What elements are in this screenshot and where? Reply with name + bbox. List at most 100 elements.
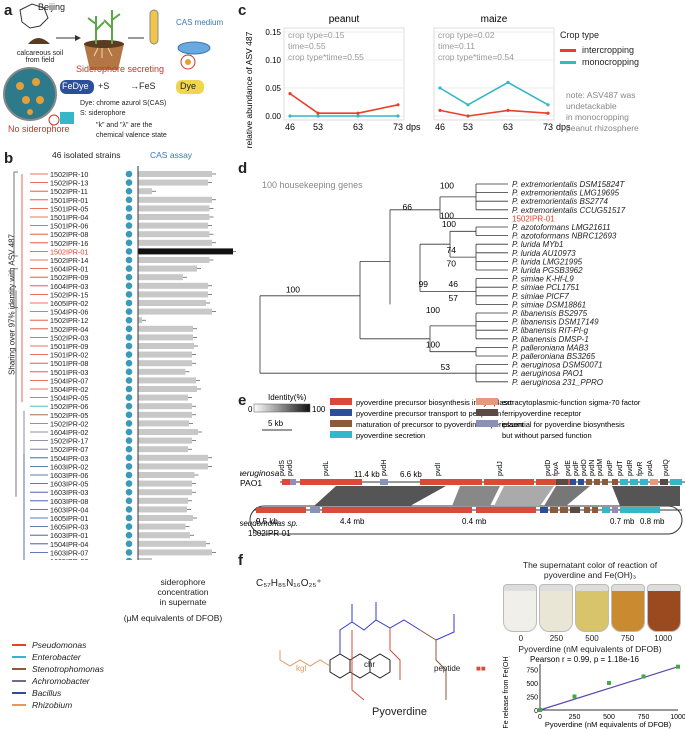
cas-spot bbox=[125, 488, 133, 496]
gene-arrow bbox=[586, 479, 592, 485]
supernatant-title: The supernatant color of reaction of pyo… bbox=[500, 560, 680, 580]
bar bbox=[138, 282, 208, 289]
crop-type-legend-title: Crop type bbox=[560, 30, 600, 40]
bootstrap-value: 70 bbox=[447, 259, 457, 269]
chr-label: chr bbox=[364, 660, 376, 669]
gap-label: 9.5 kb bbox=[256, 517, 278, 526]
legend-swatch bbox=[560, 48, 576, 52]
regression-line bbox=[539, 666, 679, 711]
pao1-name: P. aeruginosa bbox=[240, 468, 280, 478]
strain-label: 1502IPR-10 bbox=[50, 170, 88, 179]
data-point bbox=[506, 108, 510, 112]
cas-spot bbox=[125, 265, 133, 272]
strain-label: 1502IPR-16 bbox=[50, 239, 88, 248]
bar bbox=[138, 214, 210, 220]
synteny-block bbox=[314, 486, 446, 506]
data-point bbox=[316, 111, 320, 115]
legend-label: pyoverdine secretion bbox=[356, 431, 425, 440]
strains-header: 46 isolated strains bbox=[52, 150, 121, 160]
bootstrap-value: 66 bbox=[403, 202, 413, 212]
gene-arrow bbox=[550, 507, 558, 513]
cas-spot bbox=[125, 411, 133, 419]
taxon-label: P. aeruginosa PAO1 bbox=[512, 369, 583, 378]
cas-spot bbox=[125, 402, 133, 410]
siderophore-secreting-label: Siderophore secreting bbox=[76, 64, 165, 74]
gene-label: pvdQ bbox=[663, 459, 670, 476]
beijing-map-icon bbox=[19, 3, 49, 29]
legend-label: monocropping bbox=[582, 57, 640, 67]
data-point bbox=[438, 86, 442, 90]
strain-label: 1605IPR-03 bbox=[50, 557, 88, 560]
cas-spot bbox=[125, 299, 133, 307]
bar bbox=[138, 411, 192, 418]
strain-label: 1604IPR-01 bbox=[50, 265, 88, 274]
legend-swatch bbox=[476, 409, 498, 416]
cas-spot bbox=[125, 463, 133, 470]
x-tick-label: 46 bbox=[285, 122, 295, 132]
tube-label: 250 bbox=[549, 634, 564, 643]
gene-label: pvdD bbox=[545, 460, 552, 476]
bar bbox=[138, 489, 192, 496]
gene-arrow bbox=[484, 479, 534, 485]
data-point bbox=[438, 108, 442, 112]
cas-spot bbox=[125, 351, 133, 358]
gene-arrow bbox=[570, 507, 580, 513]
gene-arrow bbox=[300, 479, 362, 485]
gene-arrow bbox=[670, 479, 682, 485]
gene-arrow bbox=[620, 507, 660, 513]
legend-label: Bacillus bbox=[32, 688, 62, 698]
bar bbox=[138, 239, 212, 246]
legend-swatch bbox=[330, 409, 352, 416]
gene-label: pvdS bbox=[279, 460, 286, 476]
bar bbox=[138, 222, 208, 229]
cas-spot bbox=[125, 506, 133, 513]
taxon-label: P. extremorientalis CCUG51517 bbox=[512, 206, 626, 215]
cas-spot bbox=[125, 239, 133, 247]
x-tick-label: 250 bbox=[569, 714, 581, 721]
legend-label: extracytoplasmic-function sigma-70 facto… bbox=[502, 398, 641, 407]
x-tick-label: 0 bbox=[538, 714, 542, 721]
strain-label: 1504IPR-03 bbox=[50, 454, 88, 463]
panel-a: Beijing calcareous soil from field CAS m… bbox=[0, 0, 236, 150]
cas-spot bbox=[125, 179, 133, 186]
legend-monocropping: monocropping bbox=[560, 57, 639, 67]
bar bbox=[138, 248, 233, 255]
gene-arrow bbox=[290, 479, 296, 485]
reaction-plus-s: +S bbox=[98, 81, 110, 91]
gene-label: pvdI bbox=[435, 463, 442, 476]
legend-label: but without parsed function bbox=[502, 431, 592, 440]
cas-spot bbox=[125, 273, 133, 281]
bar bbox=[138, 429, 198, 435]
bootstrap-value: 53 bbox=[441, 362, 451, 372]
bar bbox=[138, 558, 152, 560]
plot-frame bbox=[283, 27, 405, 121]
data-point bbox=[466, 103, 470, 107]
identity-label: Identity(%) bbox=[268, 393, 307, 402]
cas-spot bbox=[125, 196, 133, 204]
y-tick-label: 0.00 bbox=[265, 112, 281, 121]
gene-arrow bbox=[602, 479, 608, 485]
x-tick-label: 73 bbox=[393, 122, 403, 132]
peptide-swatches: ■■ bbox=[476, 664, 486, 673]
cas-spot bbox=[125, 420, 133, 427]
bar bbox=[138, 540, 206, 547]
gene-arrow bbox=[476, 507, 536, 513]
strain-label: 1502IPR-04 bbox=[50, 325, 88, 334]
culture-tube-icon bbox=[149, 9, 159, 45]
gene-label: fpvA bbox=[553, 462, 560, 476]
taxon-label: P. libanensis DMSP-1 bbox=[512, 335, 589, 344]
legend-swatch bbox=[330, 431, 352, 438]
cas-spot bbox=[125, 454, 133, 462]
strain-label: 1605IPR-03 bbox=[50, 523, 88, 532]
bar bbox=[138, 196, 212, 203]
data-point bbox=[316, 114, 320, 118]
bar bbox=[138, 368, 186, 375]
note-line-2: undetackable bbox=[566, 101, 617, 111]
bar bbox=[138, 437, 192, 444]
cas-spot bbox=[125, 385, 133, 393]
synteny-block bbox=[612, 486, 680, 506]
bar bbox=[138, 300, 206, 306]
strain-label: 1603IPR-01 bbox=[50, 531, 88, 540]
identity-min: 0 bbox=[248, 405, 253, 414]
